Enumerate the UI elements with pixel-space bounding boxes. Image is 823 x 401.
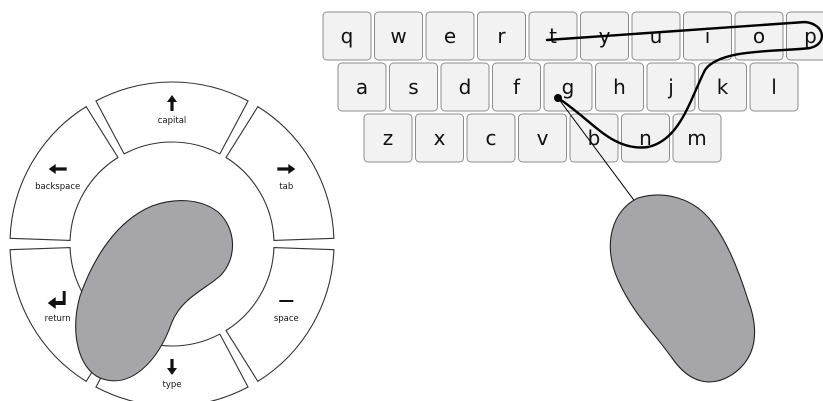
key-label: c [486,126,497,150]
touch-blob-right [609,194,756,383]
key-label: q [341,24,354,48]
arrow-left-icon [48,164,67,174]
key-w[interactable]: w [374,11,423,61]
ring-segment-capital[interactable]: capital [95,81,249,155]
arrow-right-icon [277,164,296,174]
arrow-up-icon [167,95,177,111]
arrow-down-icon [167,359,177,375]
key-z[interactable]: z [363,113,413,163]
key-l[interactable]: l [749,62,799,112]
key-label: v [537,126,549,150]
ring-segment-backspace[interactable]: backspace [9,105,119,242]
key-n[interactable]: n [621,113,670,163]
space-bar-icon [279,300,294,302]
key-c[interactable]: c [466,113,516,163]
key-r[interactable]: r [477,11,526,61]
ring-segment-label: backspace [35,182,80,192]
key-label: g [562,75,575,99]
ring-menu: capital tab space type return backspace [9,81,335,401]
ring-segment-tab[interactable]: tab [225,105,335,242]
pointer-line [557,97,637,204]
key-label: k [717,75,729,99]
key-label: m [687,126,706,150]
key-label: l [771,75,777,99]
touch-blob-left [75,200,234,382]
key-t[interactable]: t [528,11,578,61]
ring-segment-label: capital [158,116,187,126]
ring-segment-label: tab [279,182,293,192]
key-label: w [390,24,406,48]
key-label: t [549,24,557,48]
key-label: r [497,24,506,48]
key-k[interactable]: k [698,62,747,112]
key-h[interactable]: h [595,62,644,112]
key-label: a [356,75,368,99]
ring-segment-label: space [274,314,299,324]
key-s[interactable]: s [389,62,438,112]
key-v[interactable]: v [518,113,567,163]
key-label: o [753,24,765,48]
key-m[interactable]: m [672,113,722,163]
key-f[interactable]: f [492,62,541,112]
key-label: d [459,75,472,99]
key-label: h [613,75,626,99]
key-u[interactable]: u [631,11,681,61]
key-label: z [383,126,394,150]
key-b[interactable]: b [569,113,619,163]
swipe-trace [545,20,823,149]
ring-segment-label: type [163,380,182,390]
key-label: s [408,75,418,99]
key-q[interactable]: q [322,11,372,61]
key-label: j [667,75,674,99]
key-label: i [705,24,711,48]
key-x[interactable]: x [415,113,464,163]
key-label: b [588,126,601,150]
key-a[interactable]: a [337,62,387,112]
key-e[interactable]: e [425,11,475,61]
key-label: f [513,75,521,99]
key-i[interactable]: i [683,11,732,61]
key-label: x [434,126,446,150]
key-j[interactable]: j [646,62,696,112]
key-label: p [804,24,817,48]
key-label: u [650,24,663,48]
key-p[interactable]: p [786,11,823,61]
ring-segment-label: return [45,314,71,324]
return-arrow-icon [47,291,66,309]
key-d[interactable]: d [440,62,490,112]
ring-segment-space[interactable]: space [225,246,335,383]
key-label: n [639,126,652,150]
key-label: e [444,24,456,48]
